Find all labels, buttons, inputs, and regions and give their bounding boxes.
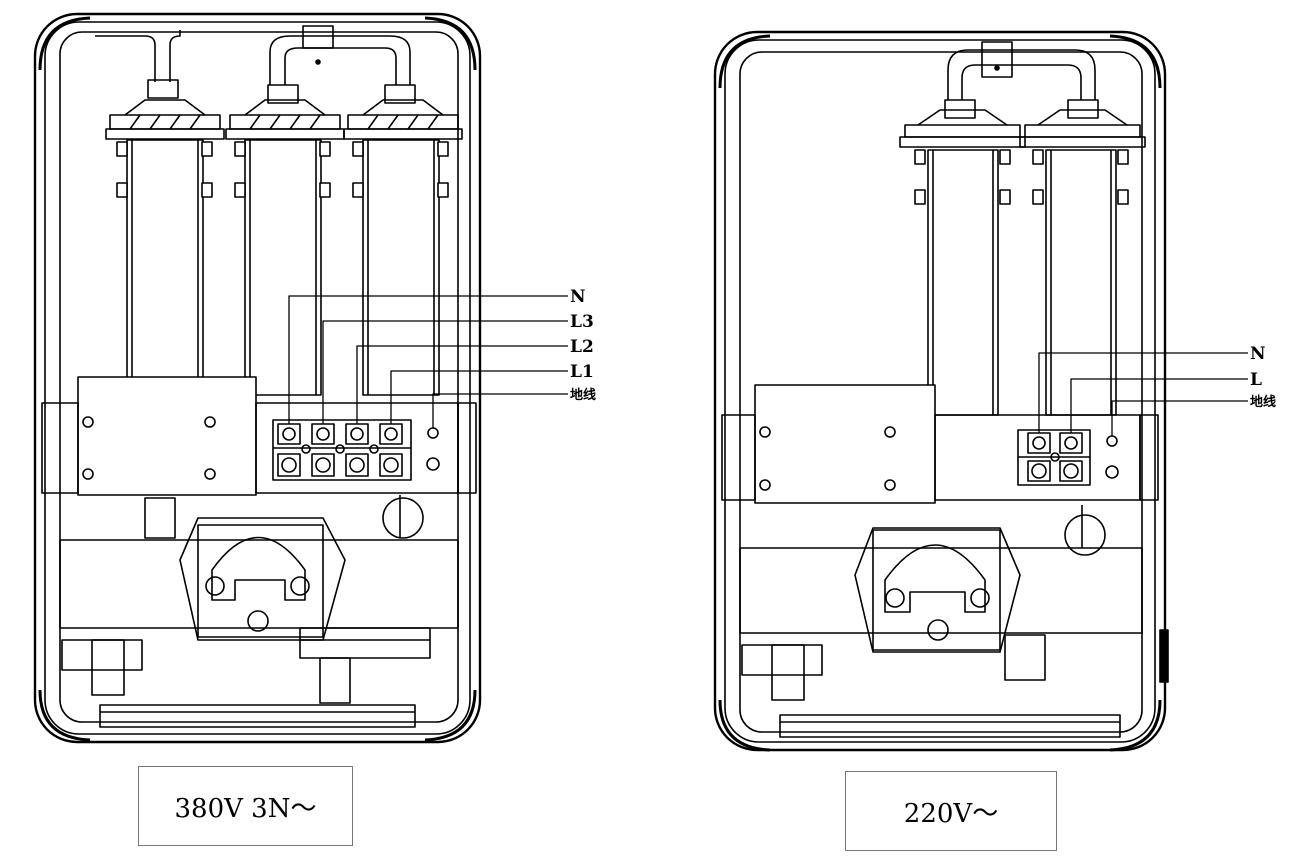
terminal-block-220v (1017, 429, 1119, 486)
flange-3 (343, 99, 463, 140)
terminal-label-l1: L1 (570, 362, 594, 382)
heater-380v (33, 12, 482, 744)
heater-220v (713, 30, 1169, 752)
terminal-block-380v (272, 419, 440, 481)
caption-220v-text: 220V～ (903, 798, 999, 829)
caption-220v: 220V～ (845, 771, 1057, 851)
terminal-label-l3: L3 (570, 312, 594, 332)
leader-lines-380v (288, 295, 568, 428)
flange-1 (105, 99, 225, 140)
terminal-label-l2: L2 (570, 337, 594, 357)
leader-lines-220v (1038, 352, 1248, 436)
terminal-label-n: N (570, 287, 586, 307)
caption-380v: 380V 3N～ (138, 766, 353, 846)
flange-2 (225, 99, 345, 140)
terminal-label-l: L (1250, 370, 1262, 390)
caption-380v-text: 380V 3N～ (174, 793, 317, 824)
terminal-label-ground: 地线 (1250, 394, 1276, 410)
terminal-label-n: N (1250, 344, 1266, 364)
terminal-label-ground: 地线 (570, 387, 596, 403)
